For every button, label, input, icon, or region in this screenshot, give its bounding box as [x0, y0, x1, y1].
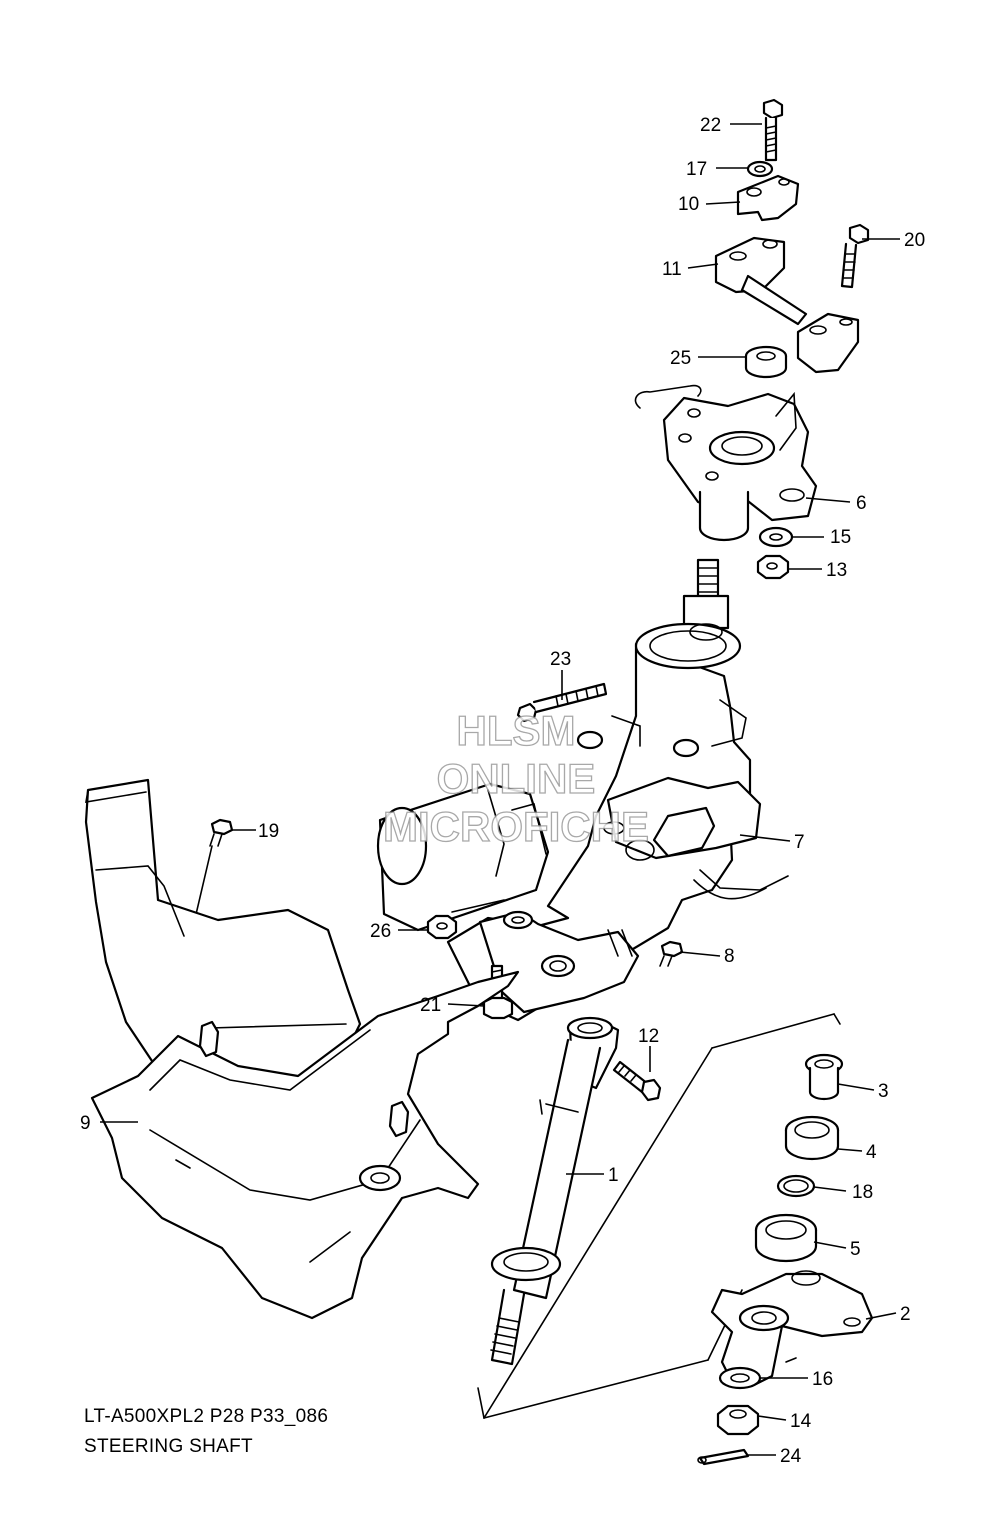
callout-20: 20 — [904, 230, 925, 251]
cotter-pin-24 — [697, 1448, 750, 1466]
callout-3: 3 — [878, 1081, 889, 1102]
callout-7: 7 — [794, 832, 805, 853]
callout-8: 8 — [724, 946, 735, 967]
collar-25 — [744, 345, 788, 379]
callout-19: 19 — [258, 821, 279, 842]
callout-23: 23 — [550, 649, 571, 670]
steering-gear-7 — [376, 558, 789, 1022]
callouts: 22 17 10 11 20 25 6 15 13 23 7 8 19 26 2… — [80, 115, 925, 1467]
callout-10: 10 — [678, 194, 699, 215]
callout-22: 22 — [700, 115, 721, 136]
callout-2: 2 — [900, 1304, 911, 1325]
bearing-5 — [754, 1213, 818, 1263]
callout-4: 4 — [866, 1142, 877, 1163]
callout-15: 15 — [830, 527, 851, 548]
diagram-title: STEERING SHAFT — [84, 1436, 253, 1457]
callout-1: 1 — [608, 1165, 619, 1186]
callout-13: 13 — [826, 560, 847, 581]
bolt-20 — [840, 223, 870, 289]
callout-5: 5 — [850, 1239, 861, 1260]
nut-13 — [756, 554, 790, 580]
o-ring-18 — [776, 1174, 816, 1198]
bushing-3 — [804, 1053, 844, 1101]
nut-14 — [716, 1404, 760, 1436]
diagram-code: LT-A500XPL2 P28 P33_086 — [84, 1406, 329, 1427]
bracket-6 — [634, 384, 818, 542]
callout-18: 18 — [852, 1182, 873, 1203]
holder-11 — [714, 236, 860, 374]
callout-17: 17 — [686, 159, 707, 180]
bolt-8 — [659, 940, 684, 967]
washer-17 — [746, 160, 774, 178]
watermark: HLSM ONLINE MICROFICHE — [382, 706, 649, 850]
bearing-4 — [784, 1115, 840, 1161]
guard-9 — [84, 778, 520, 1320]
callout-14: 14 — [790, 1411, 812, 1432]
washer-16 — [718, 1366, 762, 1390]
callout-16: 16 — [812, 1369, 833, 1390]
callout-11: 11 — [662, 259, 682, 280]
arm-2 — [710, 1270, 874, 1388]
callout-26: 26 — [370, 921, 391, 942]
bolt-22 — [762, 98, 784, 162]
callout-21: 21 — [420, 995, 441, 1016]
callout-24: 24 — [780, 1446, 802, 1467]
callout-12: 12 — [638, 1026, 659, 1047]
steering-shaft-1 — [490, 1016, 620, 1366]
callout-9: 9 — [80, 1113, 91, 1134]
washer-15 — [758, 526, 794, 548]
nut-26 — [426, 914, 458, 940]
watermark-line-1: HLSM — [457, 707, 576, 754]
callout-25: 25 — [670, 348, 691, 369]
leader-lines — [100, 123, 900, 1456]
callout-6: 6 — [856, 493, 867, 514]
watermark-line-3: MICROFICHE — [383, 803, 649, 850]
watermark-line-2: ONLINE — [437, 755, 596, 802]
clamp-10 — [736, 174, 800, 222]
bolt-12 — [612, 1060, 662, 1102]
